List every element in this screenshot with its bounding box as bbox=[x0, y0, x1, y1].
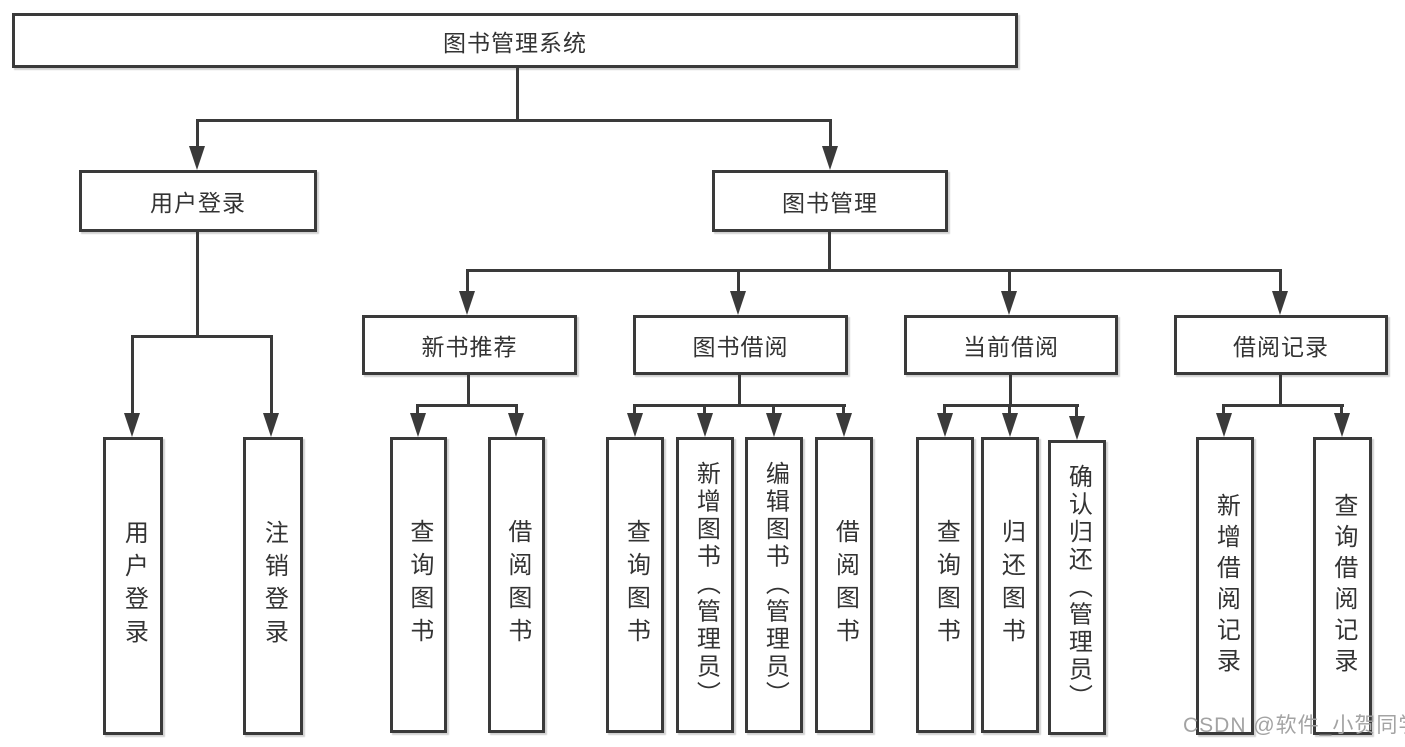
arrowhead-b1 bbox=[627, 413, 643, 437]
arrowhead-c2 bbox=[1002, 413, 1018, 437]
node-book-mgmt-label: 图书管理 bbox=[782, 190, 878, 216]
leaf-borrow-edit-label: 编辑图书（管理员） bbox=[761, 461, 789, 709]
leaf-records-query-label: 查询借阅记录 bbox=[1329, 493, 1357, 679]
arrowhead-a1 bbox=[410, 413, 426, 437]
arrowhead-user-login bbox=[189, 146, 205, 170]
node-book-borrow: 图书借阅 bbox=[633, 315, 848, 375]
arrowhead-logout-leaf bbox=[263, 413, 279, 437]
connector-drop-login-leaf bbox=[131, 335, 134, 415]
arrowhead-records bbox=[1272, 291, 1288, 315]
connector-groupC-rail bbox=[944, 404, 1079, 407]
connector-drop-d2 bbox=[1340, 404, 1343, 416]
csdn-watermark: CSDN @软件_小贺同学 bbox=[1183, 714, 1405, 737]
connector-drop-current bbox=[1008, 269, 1011, 295]
leaf-user-login: 用户登录 bbox=[103, 437, 163, 735]
connector-drop-b1 bbox=[633, 404, 636, 416]
leaf-newbook-borrow: 借阅图书 bbox=[488, 437, 545, 733]
arrowhead-d2 bbox=[1334, 413, 1350, 437]
leaf-current-return: 归还图书 bbox=[981, 437, 1039, 733]
node-current-borrow-label: 当前借阅 bbox=[963, 334, 1059, 360]
arrowhead-book-mgmt bbox=[822, 146, 838, 170]
connector-drop-c3 bbox=[1075, 404, 1078, 418]
leaf-logout: 注销登录 bbox=[243, 437, 303, 735]
connector-level1-rail bbox=[196, 119, 832, 122]
arrowhead-a2 bbox=[508, 413, 524, 437]
node-root-label: 图书管理系统 bbox=[443, 29, 587, 56]
leaf-records-add: 新增借阅记录 bbox=[1196, 437, 1254, 735]
leaf-current-confirm-label: 确认归还（管理员） bbox=[1064, 463, 1092, 712]
arrowhead-b2 bbox=[697, 413, 713, 437]
node-user-login-label: 用户登录 bbox=[150, 190, 246, 216]
node-root: 图书管理系统 bbox=[12, 13, 1018, 68]
node-new-book-rec-label: 新书推荐 bbox=[421, 334, 518, 360]
node-book-borrow-label: 图书借阅 bbox=[692, 334, 789, 360]
leaf-borrow-query: 查询图书 bbox=[606, 437, 664, 733]
arrowhead-d1 bbox=[1216, 413, 1232, 437]
arrowhead-c1 bbox=[937, 413, 953, 437]
node-borrow-records: 借阅记录 bbox=[1174, 315, 1388, 375]
arrowhead-b3 bbox=[766, 413, 782, 437]
connector-book-mgmt-stem bbox=[828, 232, 831, 272]
connector-groupD-stem bbox=[1279, 375, 1282, 406]
arrowhead-c3 bbox=[1069, 416, 1085, 440]
leaf-logout-label: 注销登录 bbox=[260, 520, 288, 652]
node-new-book-rec: 新书推荐 bbox=[362, 315, 577, 375]
connector-drop-new-book bbox=[466, 269, 469, 295]
node-current-borrow: 当前借阅 bbox=[904, 315, 1118, 375]
arrowhead-b4 bbox=[836, 413, 852, 437]
connector-drop-a1 bbox=[416, 404, 419, 416]
leaf-borrow-borrow: 借阅图书 bbox=[815, 437, 873, 733]
arrowhead-login-leaf bbox=[124, 413, 140, 437]
connector-drop-records bbox=[1279, 269, 1282, 295]
connector-drop-logout-leaf bbox=[270, 335, 273, 415]
connector-groupD-rail bbox=[1223, 404, 1344, 407]
connector-user-login-rail bbox=[131, 335, 273, 338]
arrowhead-current bbox=[1001, 291, 1017, 315]
connector-root-stem bbox=[516, 67, 519, 122]
leaf-borrow-borrow-label: 借阅图书 bbox=[831, 519, 859, 651]
leaf-borrow-add-label: 新增图书（管理员） bbox=[692, 461, 720, 709]
connector-drop-b2 bbox=[703, 404, 706, 416]
leaf-newbook-query-label: 查询图书 bbox=[405, 519, 433, 651]
node-user-login: 用户登录 bbox=[79, 170, 317, 232]
connector-drop-a2 bbox=[515, 404, 518, 416]
leaf-borrow-edit: 编辑图书（管理员） bbox=[745, 437, 803, 733]
arrowhead-borrow bbox=[730, 291, 746, 315]
connector-drop-c2 bbox=[1008, 404, 1011, 416]
leaf-records-query: 查询借阅记录 bbox=[1313, 437, 1372, 735]
connector-drop-book-mgmt bbox=[829, 119, 832, 149]
leaf-current-query-label: 查询图书 bbox=[932, 519, 960, 651]
connector-groupC-stem bbox=[1009, 375, 1012, 406]
leaf-newbook-query: 查询图书 bbox=[390, 437, 447, 733]
leaf-borrow-add: 新增图书（管理员） bbox=[676, 437, 734, 733]
leaf-user-login-label: 用户登录 bbox=[120, 520, 148, 652]
connector-drop-b4 bbox=[842, 404, 845, 416]
leaf-newbook-borrow-label: 借阅图书 bbox=[503, 519, 531, 651]
connector-groupA-rail bbox=[416, 404, 518, 407]
connector-drop-borrow bbox=[737, 269, 740, 295]
connector-groupB-stem bbox=[738, 375, 741, 406]
leaf-current-return-label: 归还图书 bbox=[997, 519, 1025, 651]
connector-groupB-rail bbox=[633, 404, 846, 407]
connector-drop-b3 bbox=[772, 404, 775, 416]
connector-level3-rail bbox=[467, 269, 1282, 272]
connector-drop-d1 bbox=[1222, 404, 1225, 416]
connector-drop-user-login bbox=[196, 119, 199, 149]
leaf-records-add-label: 新增借阅记录 bbox=[1212, 493, 1240, 679]
leaf-current-confirm: 确认归还（管理员） bbox=[1048, 440, 1106, 735]
node-borrow-records-label: 借阅记录 bbox=[1233, 334, 1329, 360]
connector-user-login-stem bbox=[196, 232, 199, 337]
arrowhead-new-book bbox=[459, 291, 475, 315]
node-book-mgmt: 图书管理 bbox=[712, 170, 948, 232]
connector-drop-c1 bbox=[943, 404, 946, 416]
connector-groupA-stem bbox=[467, 375, 470, 406]
leaf-borrow-query-label: 查询图书 bbox=[622, 519, 650, 651]
leaf-current-query: 查询图书 bbox=[916, 437, 974, 733]
